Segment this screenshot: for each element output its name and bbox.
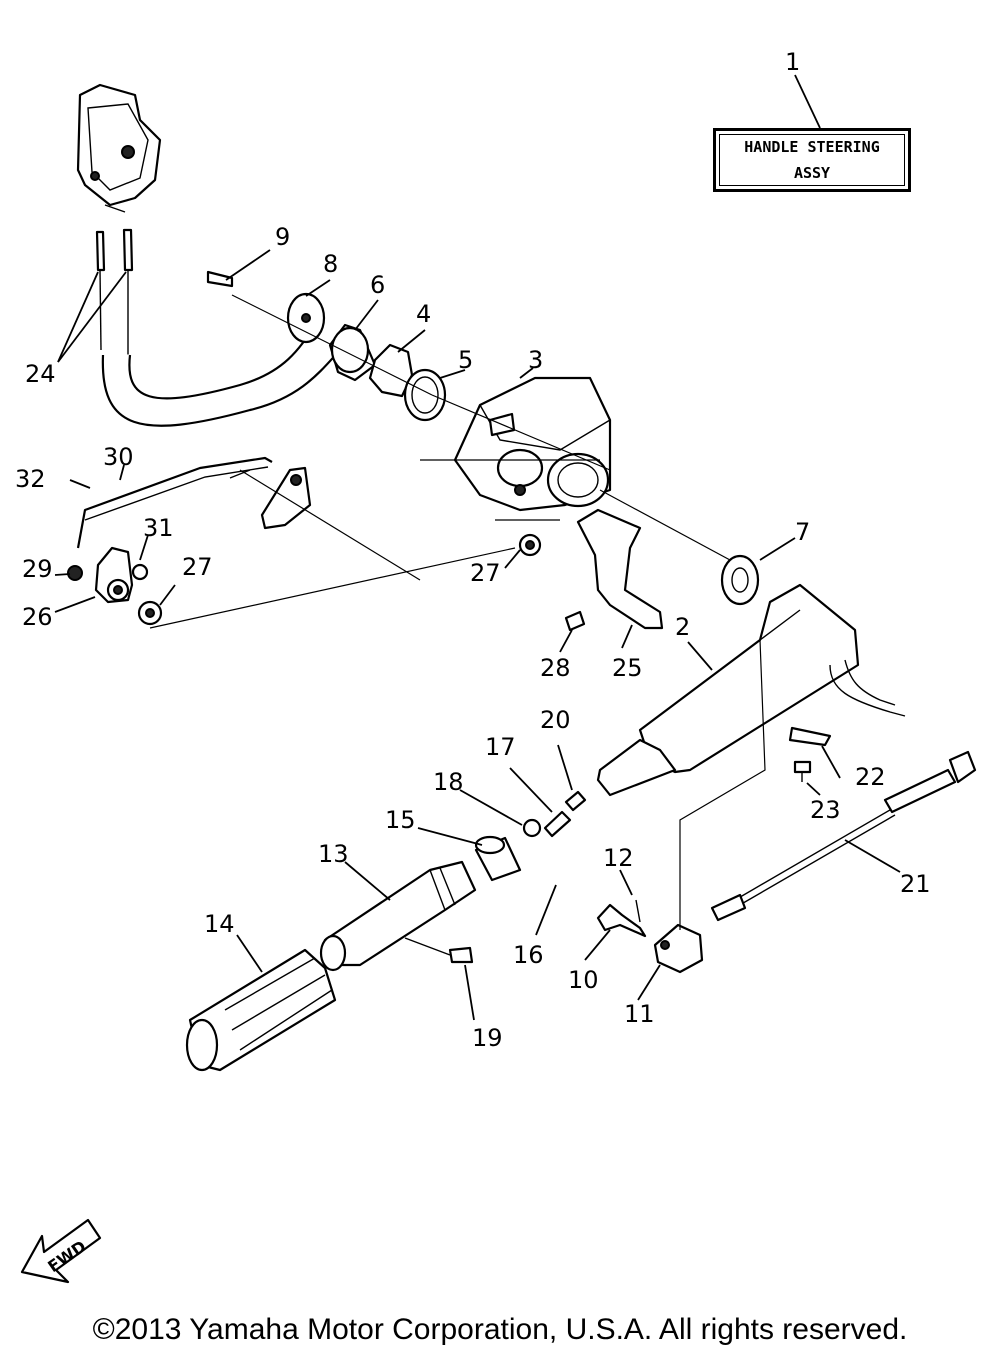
callout-3: 3 <box>528 346 543 374</box>
callout-32: 32 <box>15 465 46 493</box>
callout-31: 31 <box>143 514 174 542</box>
collar-15 <box>474 835 522 882</box>
throttle-shaft <box>319 860 477 972</box>
screw-23 <box>793 760 812 782</box>
callout-14: 14 <box>204 910 235 938</box>
callout-27b: 27 <box>470 559 501 587</box>
assembly-title-box: HANDLE STEERING ASSY <box>713 128 911 192</box>
friction-block <box>596 899 704 974</box>
callout-7: 7 <box>795 518 810 546</box>
callout-15: 15 <box>385 806 416 834</box>
callout-11: 11 <box>624 1000 655 1028</box>
callout-28: 28 <box>540 654 571 682</box>
callout-27a: 27 <box>182 553 213 581</box>
assembly-title-line1: HANDLE STEERING <box>744 138 880 156</box>
callout-30: 30 <box>103 443 134 471</box>
callout-23: 23 <box>810 796 841 824</box>
grip <box>185 948 337 1072</box>
shift-lever <box>518 508 664 632</box>
copyright-notice: ©2013 Yamaha Motor Corporation, U.S.A. A… <box>92 1313 908 1346</box>
lever-assembly <box>67 546 163 626</box>
screw-19 <box>404 937 474 964</box>
callout-17: 17 <box>485 733 516 761</box>
handle-arm <box>596 583 906 797</box>
callout-29: 29 <box>22 555 53 583</box>
callout-12: 12 <box>603 844 634 872</box>
callout-8: 8 <box>323 250 338 278</box>
callout-19: 19 <box>472 1024 503 1052</box>
callout-18: 18 <box>433 768 464 796</box>
cable-bracket <box>76 83 162 213</box>
shift-rod <box>710 750 977 922</box>
spring-washer-plug <box>522 790 587 838</box>
callout-1: 1 <box>785 48 800 76</box>
callout-24: 24 <box>25 360 56 388</box>
callout-10: 10 <box>568 966 599 994</box>
callout-9: 9 <box>275 223 290 251</box>
callout-26: 26 <box>22 603 53 631</box>
assembly-title-line2: ASSY <box>793 164 831 182</box>
callout-5: 5 <box>458 346 473 374</box>
washer-7 <box>720 554 760 606</box>
callout-21: 21 <box>900 870 931 898</box>
link-rod <box>76 456 312 549</box>
callout-4: 4 <box>416 300 431 328</box>
handle-bracket-housing <box>453 376 612 512</box>
callout-22: 22 <box>855 763 886 791</box>
callout-6: 6 <box>370 271 385 299</box>
callout-2: 2 <box>675 613 690 641</box>
fwd-arrow-icon: FWD <box>20 1218 102 1284</box>
alignment-lines <box>149 294 766 930</box>
friction-parts <box>206 270 447 422</box>
callout-13: 13 <box>318 840 349 868</box>
callout-25: 25 <box>612 654 643 682</box>
leader-lines <box>54 74 901 1021</box>
throttle-cables <box>57 228 341 427</box>
callout-20: 20 <box>540 706 571 734</box>
callout-16: 16 <box>513 941 544 969</box>
callout-labels: 1 2 3 4 5 6 7 8 9 10 11 12 13 14 15 16 1… <box>15 48 931 1052</box>
